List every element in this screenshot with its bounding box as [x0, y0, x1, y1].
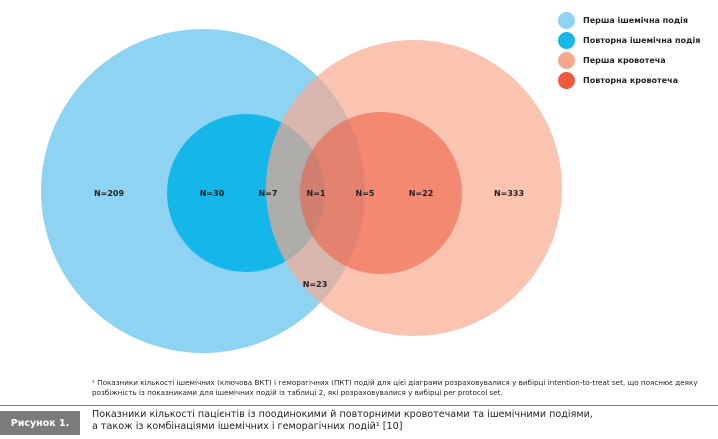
- figure-caption: Рисунок 1. Показники кількості пацієнтів…: [0, 405, 718, 439]
- n-first-both: N=23: [303, 280, 328, 289]
- n-bleeding-overlap: N=5: [356, 189, 375, 198]
- venn-diagram: N=209 N=30 N=7 N=1 N=5 N=22 N=333 N=23: [41, 29, 562, 353]
- n-repeat-bleeding: N=22: [409, 189, 434, 198]
- legend-label: Повторна ішемічна подія: [583, 35, 701, 45]
- figure-tag: Рисунок 1.: [0, 411, 80, 435]
- footnote: ¹ Показники кількості ішемічних (ключова…: [92, 378, 698, 397]
- caption-line-1: Показники кількості пацієнтів із поодино…: [92, 409, 593, 420]
- legend-label: Перша кровотеча: [583, 55, 666, 65]
- legend-item-first-bleeding: Перша кровотеча: [558, 50, 700, 70]
- legend: Перша ішемічна подія Повторна ішемічна п…: [558, 10, 700, 90]
- legend-label: Перша ішемічна подія: [583, 15, 689, 25]
- n-center: N=1: [307, 189, 326, 198]
- legend-dot-repeat-bleeding: [558, 71, 575, 89]
- n-ischemic-overlap: N=7: [259, 189, 278, 198]
- n-repeat-ischemic: N=30: [200, 189, 225, 198]
- n-first-ischemic-only: N=209: [94, 189, 125, 198]
- legend-dot-first-bleeding: [558, 51, 575, 69]
- caption-line-2: а також із комбінаціями ішемічних і гемо…: [92, 421, 403, 432]
- legend-item-first-ischemic: Перша ішемічна подія: [558, 10, 700, 30]
- legend-label: Повторна кровотеча: [583, 75, 678, 85]
- legend-dot-repeat-ischemic: [558, 31, 575, 49]
- legend-item-repeat-ischemic: Повторна ішемічна подія: [558, 30, 700, 50]
- legend-item-repeat-bleeding: Повторна кровотеча: [558, 70, 700, 90]
- repeat-bleeding-circle: [300, 112, 462, 274]
- n-first-bleeding-only: N=333: [494, 189, 524, 198]
- legend-dot-first-ischemic: [558, 11, 575, 29]
- caption-text: Показники кількості пацієнтів із поодино…: [92, 409, 712, 433]
